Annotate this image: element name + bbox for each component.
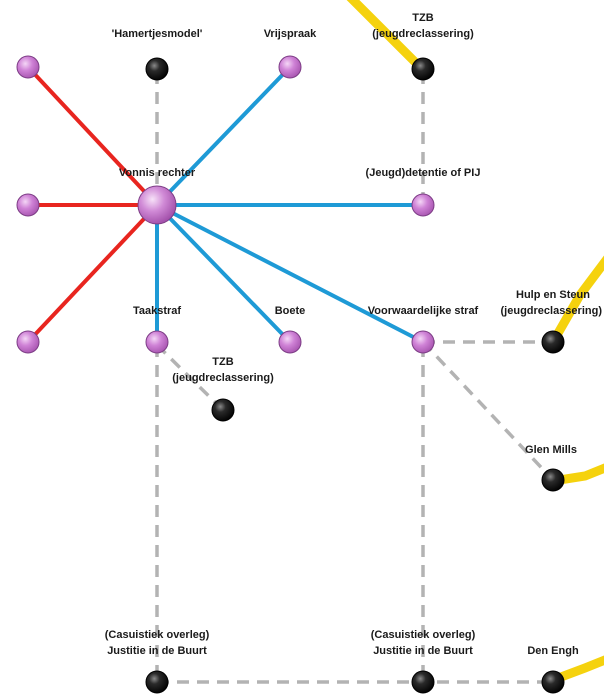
node-tzb-top [411,57,435,81]
dashed-taakstraf-tzb [155,343,225,412]
dashed-voorwaardelijk-glen [421,340,555,482]
yellow-line-den-engh [548,655,604,685]
node-tzb-mid [211,398,235,422]
yellow-lines [346,0,604,685]
label-casus-left-line1: (Casuistiek overleg) [104,629,210,641]
blue-line-boete [155,203,292,344]
node-left-mid [16,193,40,217]
node-casus-right [411,670,435,694]
node-taakstraf [145,330,169,354]
node-den-engh [541,670,565,694]
purple-nodes [16,55,435,354]
label-voorwaardelijke-straf: Voorwaardelijke straf [367,305,479,317]
node-left-top [16,55,40,79]
node-hulp-en-steun [541,330,565,354]
blue-line-vrijspraak [155,65,292,207]
blue-lines [155,65,425,344]
label-tzb-top-line1: TZB [412,12,434,24]
node-voorwaardelijk [411,330,435,354]
label-glen-mills: Glen Mills [525,444,577,456]
label-casus-right-line2: Justitie in de Buurt [373,645,473,657]
yellow-line-hulp [548,255,604,347]
red-line-top-left [26,65,159,207]
label-casus-left-line2: Justitie in de Buurt [107,645,207,657]
node-jeugddetentie [411,193,435,217]
node-vonnis-rechter [137,185,177,225]
dashed-lines [155,72,555,684]
label-den-engh: Den Engh [527,645,579,657]
label-tzb-mid-line2: (jeugdreclassering) [172,372,274,384]
node-left-bottom [16,330,40,354]
label-boete: Boete [274,305,306,317]
blue-line-voorwaardelijk [155,203,425,344]
node-hamertjesmodel [145,57,169,81]
label-casus-right-line1: (Casuistiek overleg) [370,629,476,641]
label-tzb-top-line2: (jeugdreclassering) [372,28,474,40]
label-hulp-line2: (jeugdreclassering) [500,305,602,317]
red-line-bottom-left [26,203,159,344]
node-casus-left [145,670,169,694]
red-lines [26,65,159,344]
label-jeugddetentie: (Jeugd)detentie of PIJ [365,167,481,179]
node-vrijspraak [278,55,302,79]
black-nodes [145,57,565,694]
node-boete [278,330,302,354]
label-hulp-line1: Hulp en Steun [516,289,590,301]
node-glen-mills [541,468,565,492]
label-vrijspraak: Vrijspraak [263,28,317,40]
label-taakstraf: Taakstraf [132,305,182,317]
label-hamertjesmodel: 'Hamertjesmodel' [111,28,203,40]
yellow-line-tzb-top [346,0,428,75]
label-tzb-mid-line1: TZB [212,356,234,368]
label-vonnis-rechter: Vonnis rechter [118,167,196,179]
